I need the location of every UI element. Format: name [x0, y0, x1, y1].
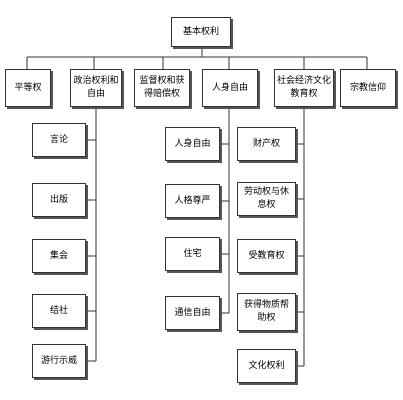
- category-equality: 平等权: [5, 69, 51, 107]
- socio-child-material-aid: 获得物质帮助权: [237, 293, 296, 331]
- personal-child-correspondence: 通信自由: [165, 296, 220, 330]
- political-child-press: 出版: [32, 183, 86, 217]
- category-political-rights: 政治权利和自由: [70, 69, 122, 107]
- socio-child-cultural: 文化权利: [237, 349, 296, 383]
- socio-child-labor-rest: 劳动权与休息权: [237, 182, 296, 216]
- category-personal-freedom: 人身自由: [202, 69, 258, 107]
- personal-child-freedom: 人身自由: [165, 127, 220, 161]
- socio-child-education: 受教育权: [237, 239, 296, 273]
- category-socioeconomic-rights: 社会经济文化教育权: [274, 69, 334, 107]
- category-supervision-compensation: 监督权和获得赔偿权: [134, 69, 190, 107]
- political-child-speech: 言论: [32, 123, 86, 157]
- category-religion: 宗教信仰: [340, 69, 396, 107]
- socio-child-property: 财产权: [237, 127, 296, 161]
- personal-child-residence: 住宅: [165, 237, 220, 271]
- political-child-demonstration: 游行示威: [32, 344, 86, 378]
- root-node: 基本权利: [171, 17, 231, 47]
- political-child-association: 结社: [32, 294, 86, 328]
- political-child-assembly: 集会: [32, 239, 86, 273]
- personal-child-dignity: 人格尊严: [165, 184, 220, 218]
